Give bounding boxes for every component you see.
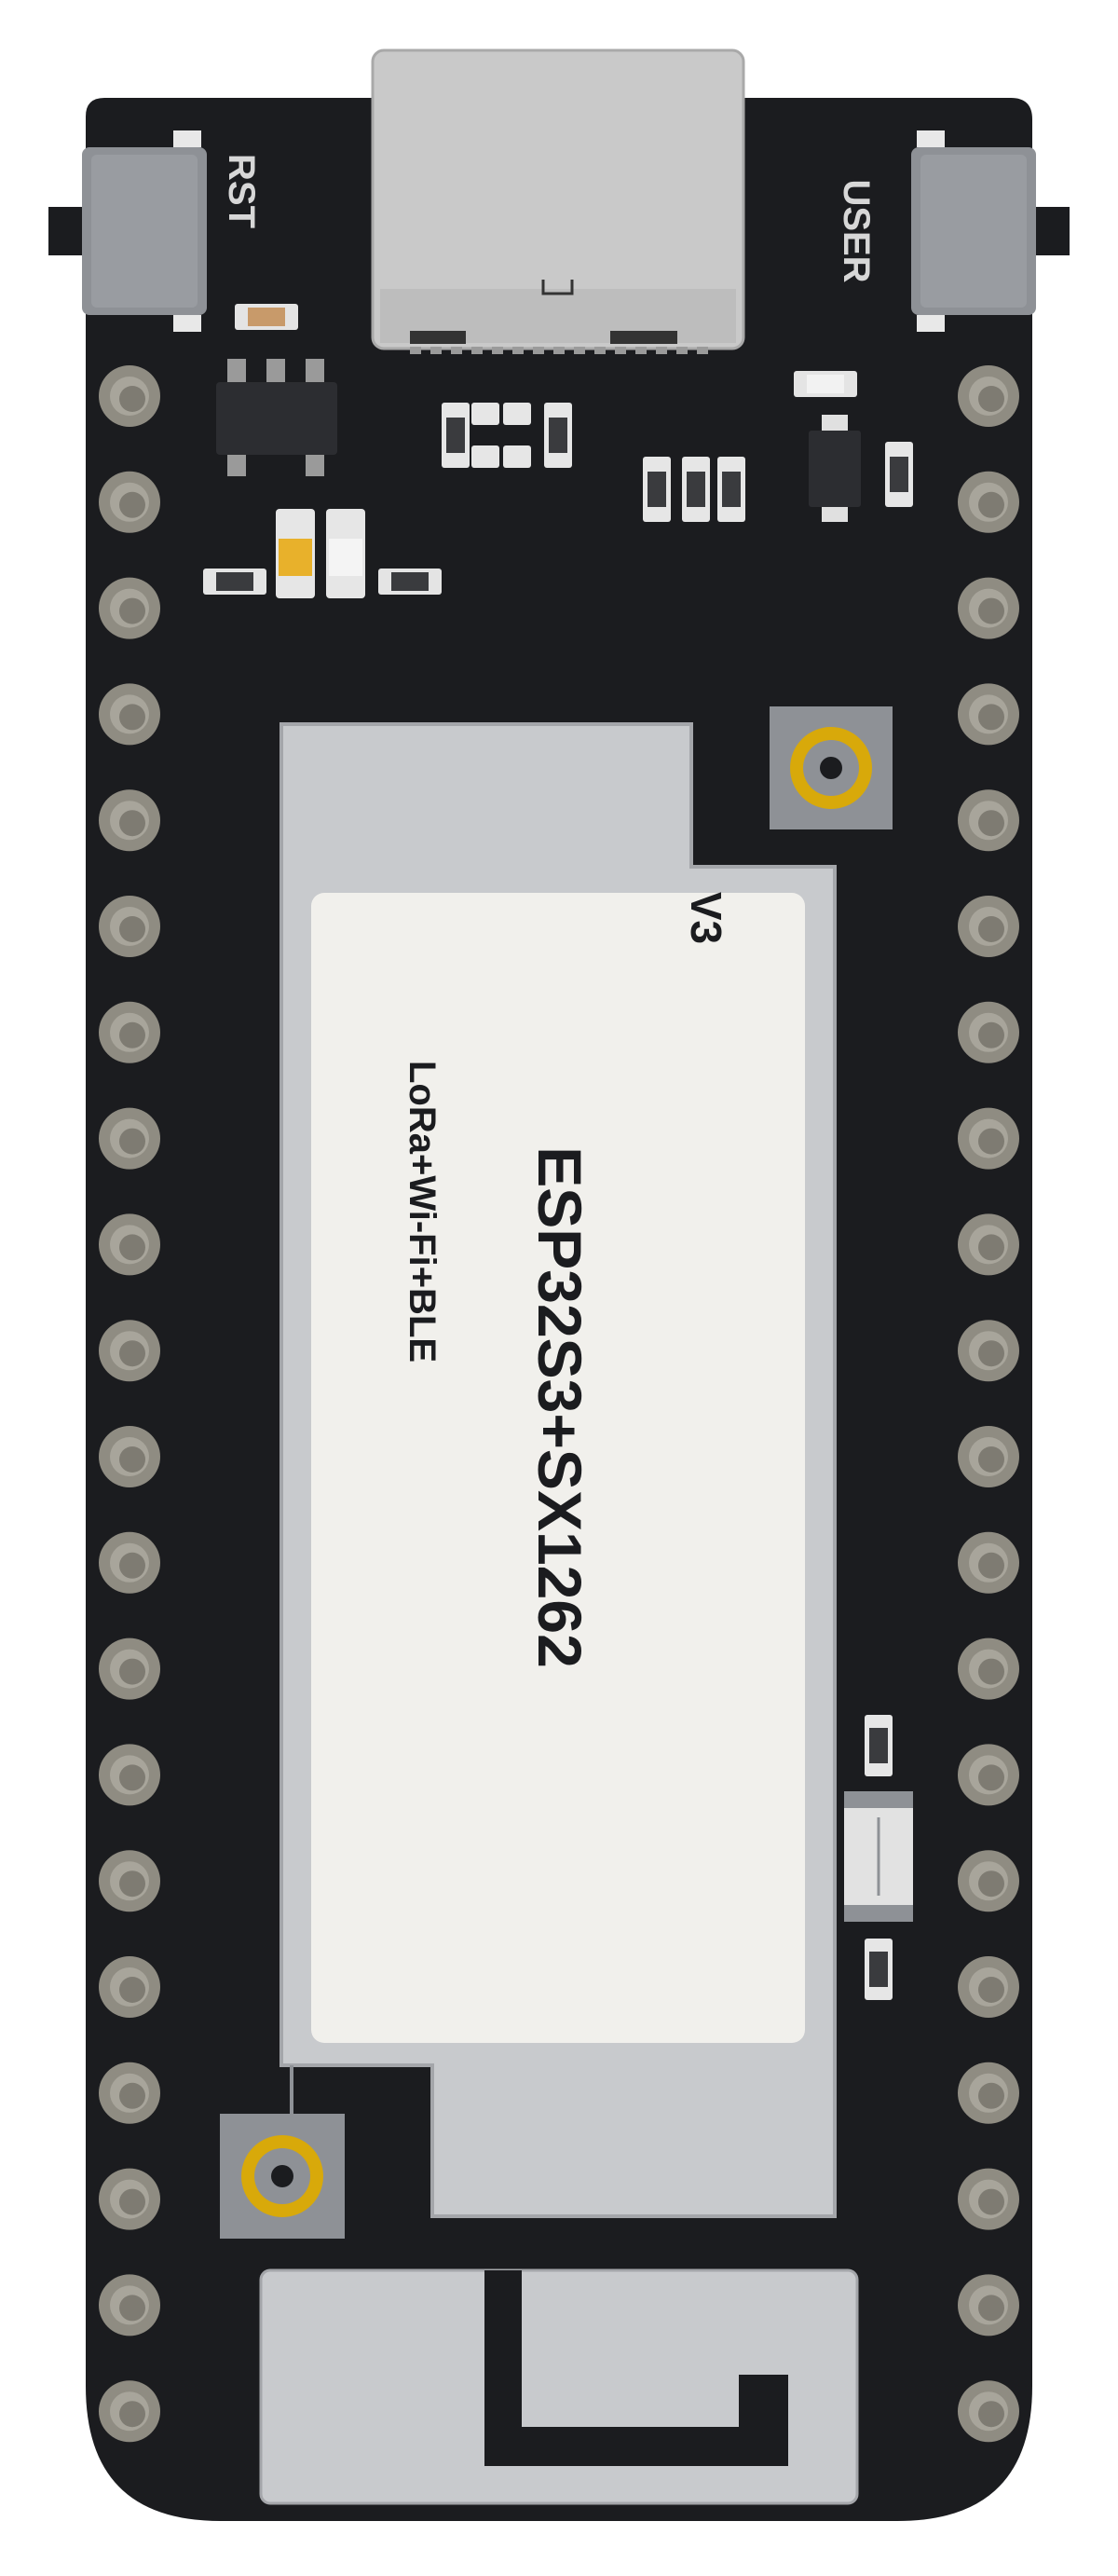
- reset-button-label: RST: [221, 154, 262, 228]
- pin-pad: [99, 2274, 160, 2336]
- pin-pad: [99, 896, 160, 957]
- pin-pad: [958, 1531, 1019, 1594]
- ipex-connector-icon: [770, 706, 893, 829]
- pin-pad: [958, 1637, 1019, 1700]
- user-button-label: USER: [836, 179, 877, 282]
- pin-pad: [958, 896, 1019, 957]
- diode: [809, 415, 861, 522]
- pin-pad: [99, 1001, 160, 1063]
- pin-pad: [958, 1744, 1019, 1806]
- pin-pad: [99, 2062, 160, 2124]
- user-button[interactable]: [911, 130, 1070, 332]
- smd-resistor-mid-right-bottom: [865, 1939, 893, 2000]
- pin-pad: [958, 365, 1019, 427]
- pin-pad: [958, 789, 1019, 852]
- capacitor-yellow: [276, 509, 315, 598]
- pin-pad: [99, 2380, 160, 2443]
- smd-resistor-vertical: [885, 442, 913, 507]
- sot-ic: [216, 359, 337, 476]
- pin-pad: [958, 1850, 1019, 1912]
- pin-header-right: [958, 365, 1019, 2443]
- pin-pad: [958, 1001, 1019, 1063]
- usb-c-connector-icon: [371, 48, 745, 354]
- smd-resistor: [235, 304, 298, 330]
- pin-pad: [99, 1850, 160, 1912]
- pin-pad: [958, 2380, 1019, 2443]
- pin-pad: [958, 2274, 1019, 2336]
- pin-pad: [99, 577, 160, 639]
- smd-resistor-right: [378, 569, 442, 595]
- pin-pad: [958, 683, 1019, 746]
- pin-pad: [99, 1956, 160, 2018]
- smd-resistor-mid-right-top: [865, 1715, 893, 1776]
- pin-pad: [99, 1320, 160, 1382]
- version-label: V3: [682, 892, 730, 944]
- pin-pad: [958, 1956, 1019, 2018]
- pin-pad: [99, 1637, 160, 1700]
- pcb-antenna-trace-icon: [259, 2268, 859, 2505]
- pin-pad: [99, 2168, 160, 2230]
- pin-pad: [99, 1213, 160, 1276]
- pin-pad: [958, 1320, 1019, 1382]
- crystal: [844, 1791, 913, 1922]
- pin-pad: [99, 365, 160, 427]
- pin-pad: [958, 577, 1019, 639]
- pin-pad: [958, 1426, 1019, 1487]
- pin-pad: [958, 471, 1019, 533]
- resistor-array: [442, 403, 572, 468]
- reset-button[interactable]: [48, 130, 207, 332]
- ipex-connector-lower-icon: [220, 2065, 345, 2239]
- rf-shield-module: [280, 722, 837, 2218]
- pin-pad: [99, 471, 160, 533]
- resistor-row: [643, 457, 745, 522]
- pin-pad: [99, 683, 160, 746]
- pin-pad: [99, 789, 160, 852]
- chip-title: ESP32S3+SX1262: [525, 1146, 594, 1668]
- pin-pad: [958, 2062, 1019, 2124]
- chip-subtitle: LoRa+Wi-Fi+BLE: [402, 1061, 443, 1363]
- pin-pad: [958, 1107, 1019, 1170]
- capacitor-white: [326, 509, 365, 598]
- pin-pad: [958, 2168, 1019, 2230]
- pin-pad: [99, 1744, 160, 1806]
- pin-pad: [99, 1531, 160, 1594]
- pin-header-left: [99, 365, 160, 2443]
- pin-pad: [99, 1426, 160, 1487]
- smd-resistor-left: [203, 569, 266, 595]
- pin-pad: [958, 1213, 1019, 1276]
- smd-resistor-top-right: [794, 371, 857, 397]
- pin-pad: [99, 1107, 160, 1170]
